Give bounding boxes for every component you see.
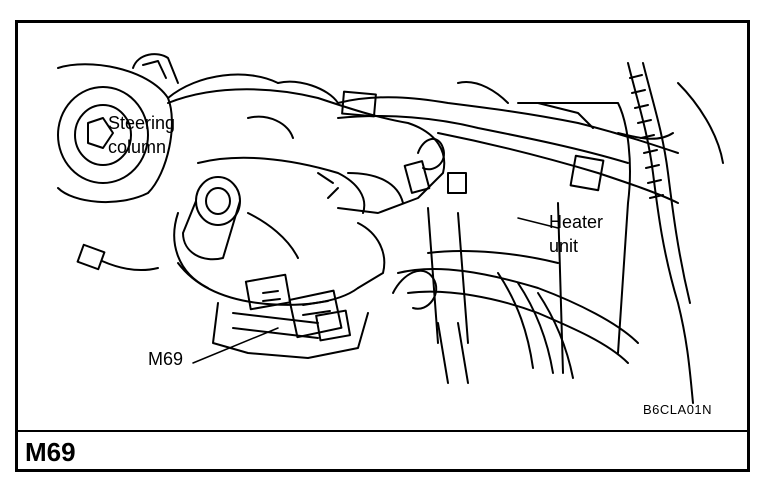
figure-frame bbox=[15, 20, 750, 472]
label-steering: Steering bbox=[108, 113, 176, 133]
leader-lines bbox=[192, 217, 559, 364]
steering-column-hub bbox=[57, 53, 279, 203]
label-unit: unit bbox=[549, 236, 579, 256]
figure-title: M69 bbox=[25, 437, 76, 467]
column-cover bbox=[167, 80, 446, 214]
label-column: column bbox=[108, 137, 167, 157]
label-heater: Heater bbox=[549, 212, 604, 232]
m69-connector bbox=[244, 273, 352, 342]
right-harness bbox=[627, 62, 724, 404]
wiring-illustration bbox=[57, 53, 724, 404]
figure-code: B6CLA01N bbox=[643, 402, 713, 417]
caption-divider bbox=[15, 430, 750, 432]
label-connector-m69: M69 bbox=[148, 349, 184, 369]
lower-housing bbox=[177, 222, 386, 359]
wiring-harness bbox=[337, 81, 679, 204]
key-cylinder bbox=[173, 176, 299, 289]
heater-unit bbox=[392, 102, 639, 384]
side-connector bbox=[76, 243, 159, 271]
